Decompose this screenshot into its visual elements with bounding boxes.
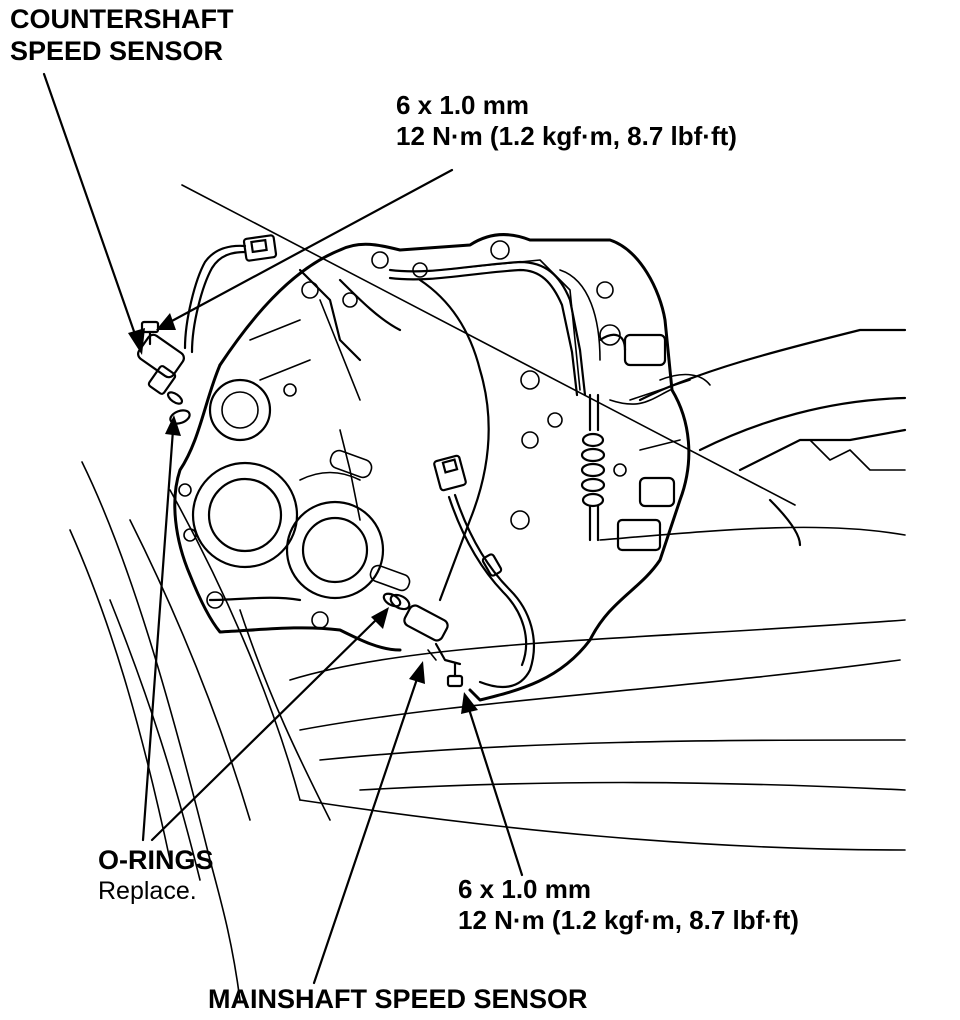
sensor-wire-harness xyxy=(433,454,535,689)
top-bolt-torque: 12 N·m (1.2 kgf·m, 8.7 lbf·ft) xyxy=(396,120,737,151)
countershaft-speed-sensor-label: COUNTERSHAFT SPEED SENSOR xyxy=(10,4,234,68)
background-leader-line xyxy=(181,184,796,506)
engine-block-right xyxy=(638,328,907,547)
transmission-case xyxy=(173,233,691,702)
top-bolt-size: 6 x 1.0 mm xyxy=(396,90,529,120)
countershaft-label-line-2: SPEED SENSOR xyxy=(10,35,224,66)
o-rings-title: O-RINGS xyxy=(98,845,214,875)
countershaft-label-line-1: COUNTERSHAFT xyxy=(10,4,234,34)
hydraulic-pipe xyxy=(388,260,671,542)
mainshaft-label-text: MAINSHAFT SPEED SENSOR xyxy=(208,984,588,1014)
o-rings-replace-note: Replace. xyxy=(98,876,197,905)
engine-body-contours xyxy=(69,461,906,1001)
solenoid-assembly xyxy=(598,333,711,552)
o-rings-label: O-RINGS Replace. xyxy=(98,845,214,906)
top-bolt-torque-label: 6 x 1.0 mm 12 N·m (1.2 kgf·m, 8.7 lbf·ft… xyxy=(396,90,737,151)
bottom-bolt-torque-label: 6 x 1.0 mm 12 N·m (1.2 kgf·m, 8.7 lbf·ft… xyxy=(458,874,799,935)
bottom-bolt-torque: 12 N·m (1.2 kgf·m, 8.7 lbf·ft) xyxy=(458,904,799,935)
mainshaft-speed-sensor-label: MAINSHAFT SPEED SENSOR xyxy=(208,984,588,1016)
mainshaft-speed-sensor-part xyxy=(389,593,464,688)
mainshaft-o-ring xyxy=(382,592,402,608)
callout-arrows xyxy=(42,72,524,985)
countershaft-o-ring xyxy=(169,409,191,425)
countershaft-speed-sensor-part xyxy=(137,234,278,405)
bottom-bolt-size: 6 x 1.0 mm xyxy=(458,874,591,904)
